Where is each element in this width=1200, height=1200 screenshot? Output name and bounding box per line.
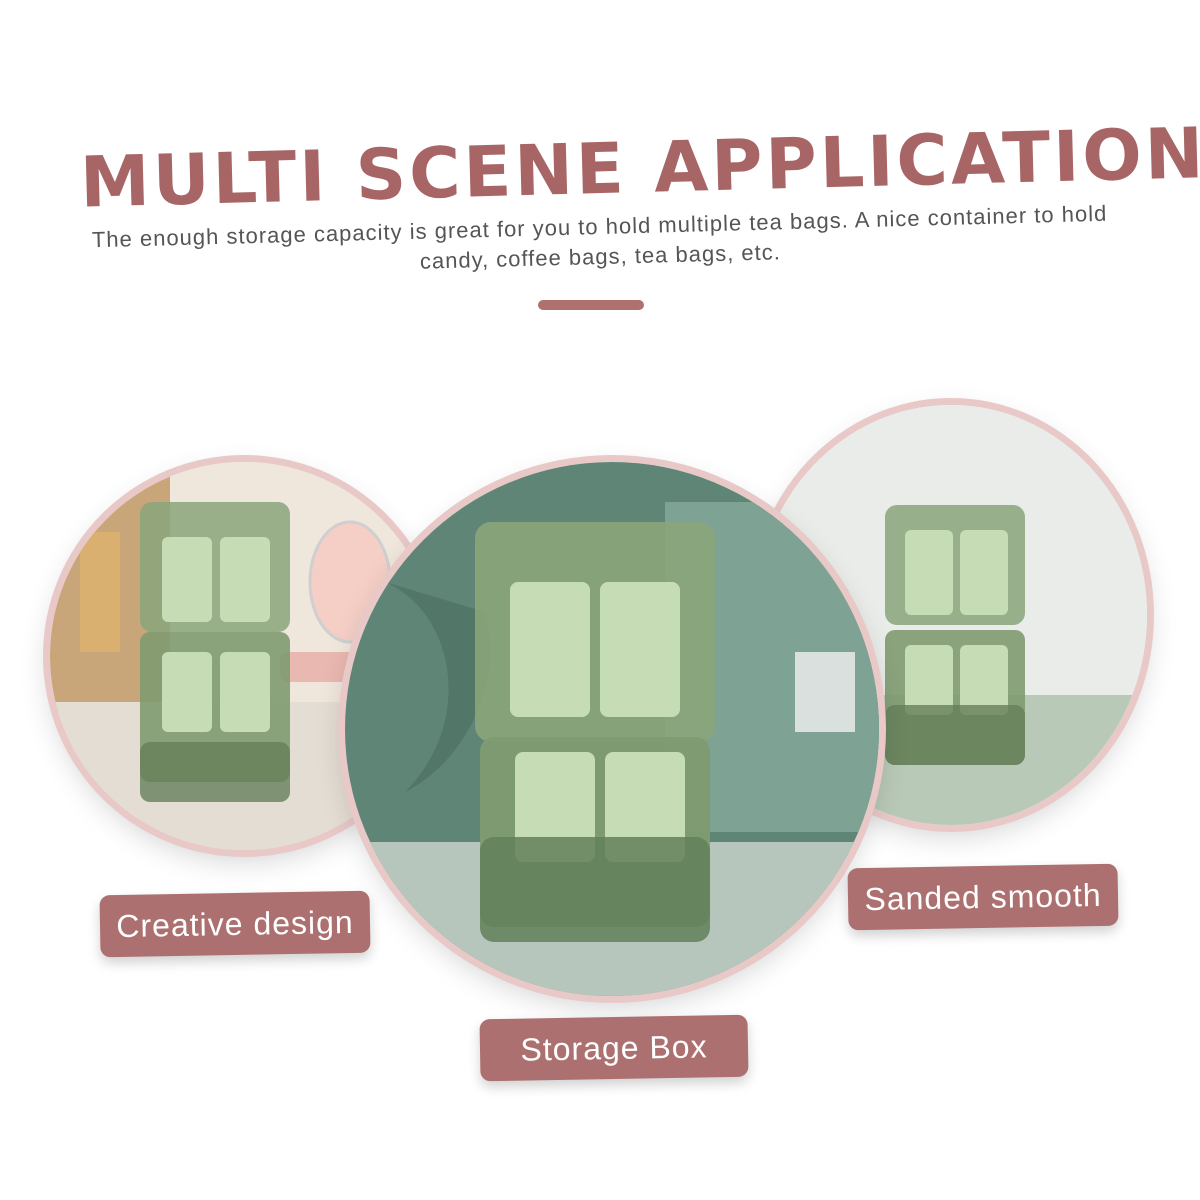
divider-bar bbox=[538, 300, 644, 310]
label-sanded-smooth: Sanded smooth bbox=[847, 863, 1119, 931]
scene-center-photo bbox=[345, 462, 879, 996]
label-storage-box: Storage Box bbox=[479, 1014, 749, 1082]
label-creative-design: Creative design bbox=[99, 890, 371, 958]
